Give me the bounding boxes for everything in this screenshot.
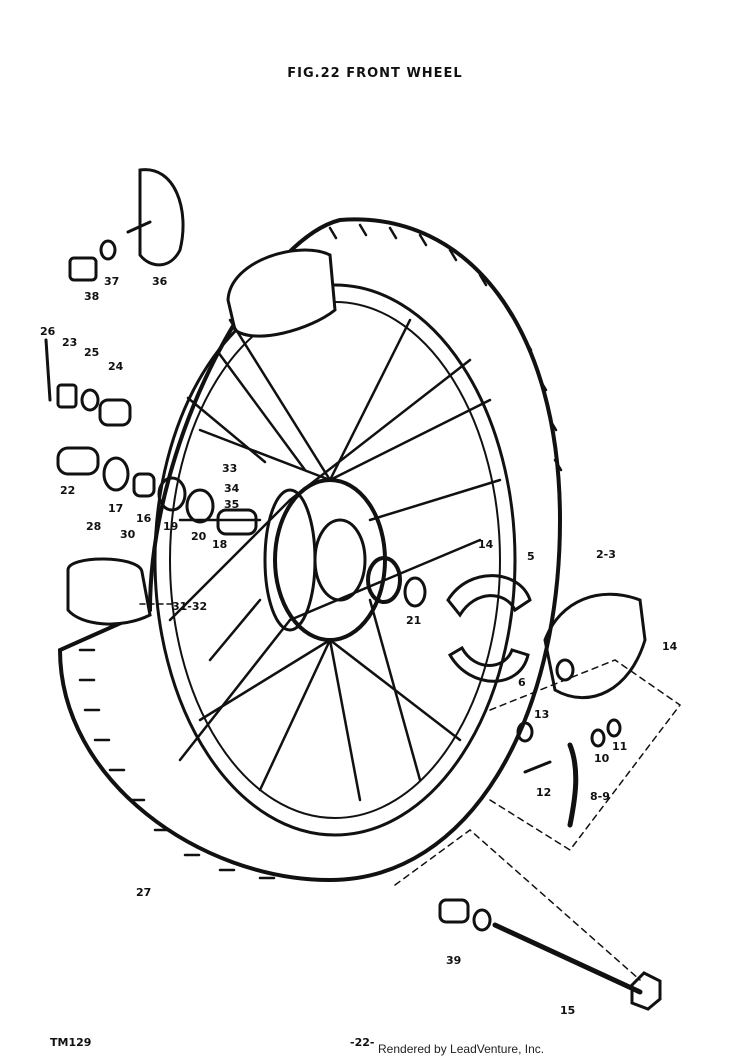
axle-washer: [472, 908, 492, 932]
spacer-24: [98, 398, 132, 427]
callout-36: 36: [152, 275, 168, 288]
nut-11: [606, 718, 622, 738]
brake-arm-8-9: [567, 742, 579, 828]
brake-panel-2-3: [543, 592, 647, 700]
callout-34: 34: [224, 482, 240, 495]
callout-17: 17: [108, 502, 123, 515]
washer-37: [99, 239, 117, 261]
callout-39: 39: [446, 954, 461, 967]
hub-inner: [313, 518, 367, 602]
rim: [153, 283, 517, 837]
axle-15: [492, 922, 643, 995]
callout-6: 6: [518, 676, 526, 689]
callout-10: 10: [594, 752, 610, 765]
collar-35: [216, 508, 258, 536]
callout-15: 15: [560, 1004, 575, 1017]
spoke-34: [216, 350, 307, 472]
rim-inner: [169, 301, 501, 819]
callout-38: 38: [84, 290, 99, 303]
callout-19: 19: [163, 520, 178, 533]
tube-top: [226, 248, 337, 338]
callout-8-9: 8-9: [590, 790, 610, 803]
figure-title: FIG.22 FRONT WHEEL: [287, 66, 463, 81]
bearing-19: [157, 476, 187, 512]
callout-18: 18: [212, 538, 227, 551]
callout-12: 12: [536, 786, 551, 799]
callout-14-shoe: 14: [478, 538, 494, 551]
axle-spacer-39: [438, 898, 470, 924]
hub-seal: [366, 556, 402, 604]
callout-22: 22: [60, 484, 75, 497]
bolt-12: [523, 760, 552, 774]
callout-25: 25: [84, 346, 99, 359]
callout-28: 28: [86, 520, 101, 533]
speedo-gear-36: [138, 168, 185, 267]
washer-13: [516, 721, 534, 743]
callout-11: 11: [612, 740, 627, 753]
hub-flange: [263, 488, 317, 632]
seal-17: [102, 456, 130, 492]
callout-16: 16: [136, 512, 152, 525]
bearing-20: [185, 488, 215, 524]
callout-31-32: 31-32: [172, 600, 207, 613]
callout-33: 33: [222, 462, 237, 475]
nut-38: [68, 256, 98, 282]
axle-pin-26: [44, 338, 52, 402]
callout-13: 13: [534, 708, 549, 721]
leader-box: [489, 659, 682, 851]
callout-5: 5: [527, 550, 535, 563]
axle-leader: [394, 829, 641, 981]
footer-page-number: -22-: [350, 1036, 375, 1049]
callout-24: 24: [108, 360, 124, 373]
callout-23: 23: [62, 336, 77, 349]
footer-code: TM129: [50, 1036, 92, 1049]
callout-35: 35: [224, 498, 239, 511]
brake-shoe-14: [446, 574, 532, 618]
callout-37: 37: [104, 275, 119, 288]
washer-25: [80, 388, 100, 412]
spacer-16: [132, 472, 156, 498]
callout-30: 30: [120, 528, 136, 541]
hub-outer: [273, 478, 387, 642]
callout-26: 26: [40, 325, 56, 338]
tire-cutaway-left: [66, 557, 152, 626]
spacer-22: [56, 446, 100, 476]
nut-10: [590, 728, 606, 748]
footer-credit: Rendered by LeadVenture, Inc.: [378, 1042, 545, 1056]
callout-21: 21: [406, 614, 421, 627]
callout-20: 20: [191, 530, 207, 543]
nut-23: [56, 383, 78, 409]
callout-14-panel: 14: [662, 640, 678, 653]
axle-head: [630, 971, 662, 1011]
spoke-33: [186, 396, 267, 464]
brake-shoe-6: [447, 645, 530, 683]
callout-27: 27: [136, 886, 151, 899]
bearing-21: [403, 576, 427, 608]
callout-2-3: 2-3: [596, 548, 616, 561]
